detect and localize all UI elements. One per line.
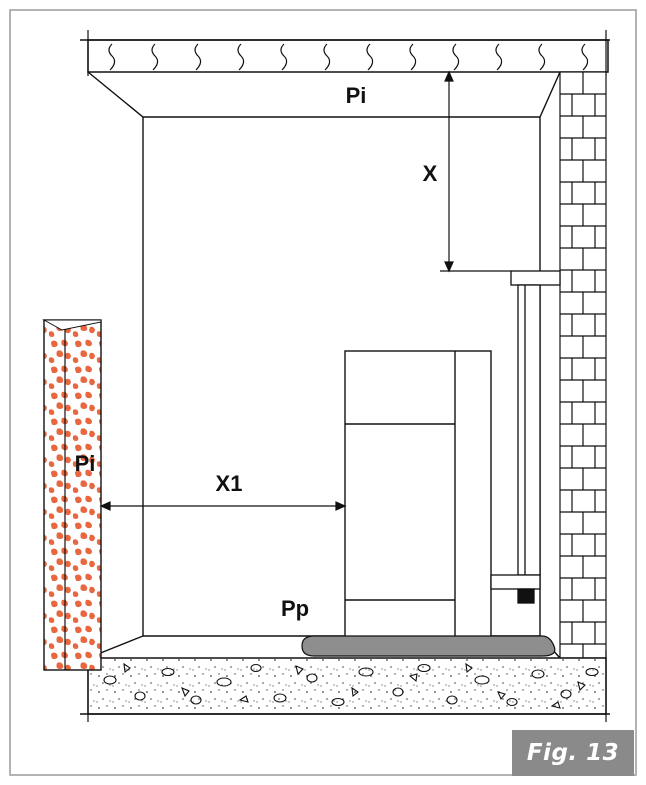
ceiling-slab [80,30,610,76]
stove [344,350,492,647]
floor-plate-label: Pp [281,596,309,621]
flue-pipe [490,270,561,604]
brick-wall [559,71,607,659]
figure-number-label: Fig. 13 [512,730,634,776]
x1-label: X1 [216,471,243,496]
side-wall-label: Pi [75,451,96,476]
floor-plate [301,635,556,657]
ceiling-label: Pi [346,83,367,108]
floor-slab [80,650,610,722]
x1-dimension [99,501,347,511]
x-dimension [440,70,511,273]
x-label: X [423,161,438,186]
side-wall-panel [42,319,102,671]
